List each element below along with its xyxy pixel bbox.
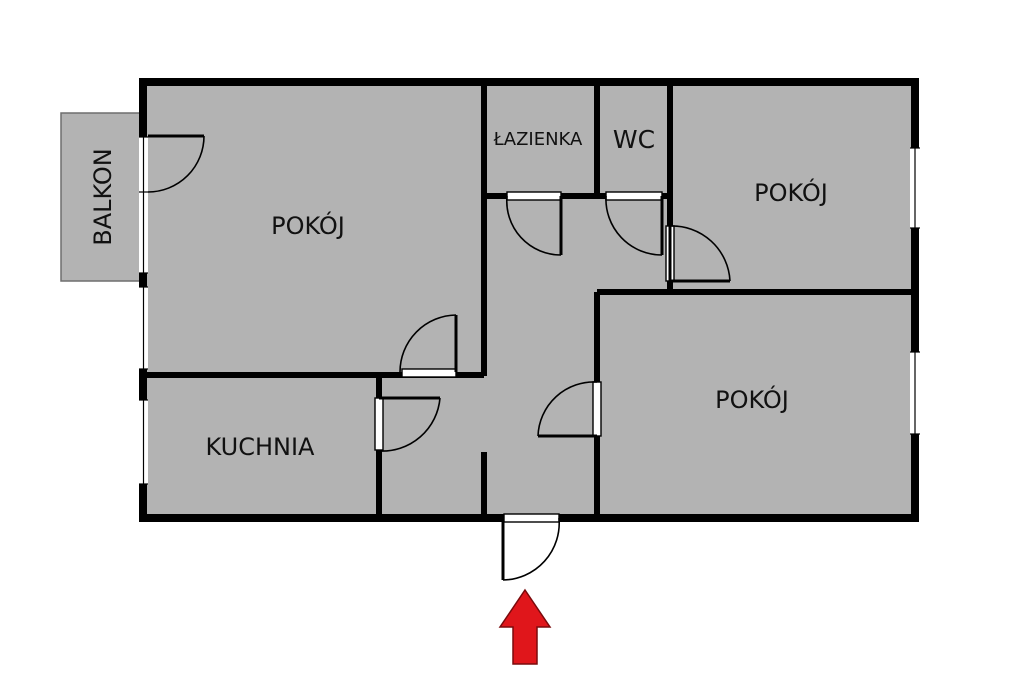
door-wc (605, 191, 664, 256)
room-pokoj-right-top (674, 88, 910, 288)
door-pokoj-main (399, 314, 458, 378)
window-pokoj-right-top (910, 147, 920, 229)
room-kuchnia (148, 379, 376, 515)
label-wc: WC (613, 125, 655, 154)
room-wc (600, 88, 666, 192)
door-pokoj-right-top (665, 225, 731, 283)
room-pokoj-right-bottom (600, 297, 910, 515)
arrow-up-icon (498, 588, 552, 665)
label-pokoj-right-top: POKÓJ (754, 177, 828, 207)
door-entrance (501, 513, 561, 581)
label-lazienka: ŁAZIENKA (493, 129, 583, 150)
label-kuchnia: KUCHNIA (206, 433, 315, 461)
door-kuchnia (374, 396, 441, 452)
door-lazienka (505, 191, 563, 256)
room-lazienka (488, 88, 594, 192)
windows (139, 136, 920, 485)
window-pokoj-right-bottom (910, 351, 920, 435)
room-balkon (61, 113, 141, 281)
label-pokoj-main: POKÓJ (271, 210, 345, 240)
label-balkon: BALKON (89, 148, 117, 246)
window-balkon-door (139, 136, 148, 274)
window-kuchnia (139, 399, 148, 485)
room-fills (61, 82, 915, 518)
door-balkon (147, 134, 205, 193)
room-labels: BALKON POKÓJ ŁAZIENKA WC POKÓJ POKÓJ KUC… (89, 125, 828, 461)
doors (147, 134, 731, 581)
window-pokoj-left (139, 286, 148, 370)
label-pokoj-right-bottom: POKÓJ (715, 384, 789, 414)
door-pokoj-right-bottom (537, 381, 602, 438)
